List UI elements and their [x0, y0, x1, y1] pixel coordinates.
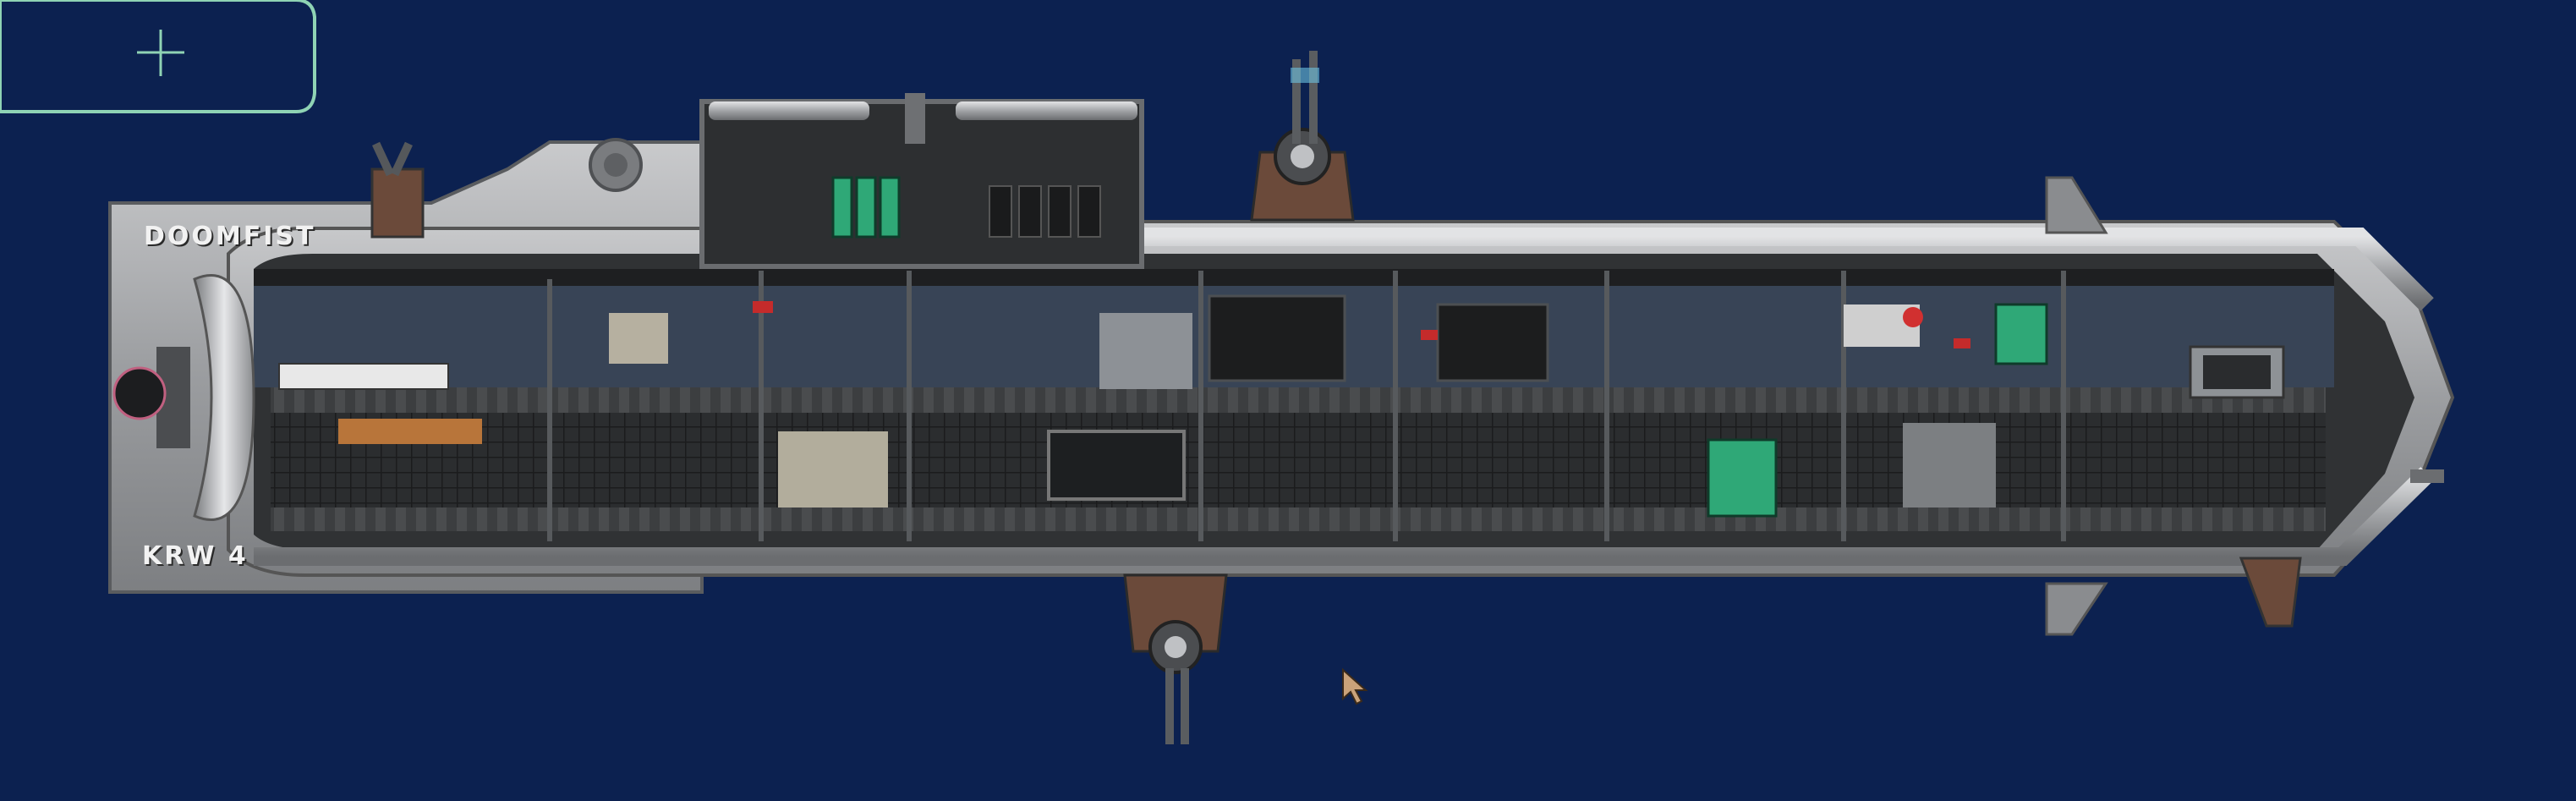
ventral-turret[interactable] — [1123, 573, 1228, 744]
dorsal-turret[interactable] — [1250, 51, 1355, 222]
interior-bulkheads — [547, 271, 2066, 541]
mouse-cursor-icon — [1342, 667, 1368, 705]
stern-turret[interactable] — [370, 141, 425, 239]
interior-equipment — [278, 294, 2285, 518]
upper-tower[interactable] — [699, 93, 1144, 269]
submarine-code-label: KRW 4 — [142, 541, 249, 571]
crosshair-plus-icon — [137, 30, 184, 76]
propeller-shroud[interactable] — [112, 274, 255, 521]
submarine-name-label: DOOMFIST — [144, 222, 316, 251]
main-hull[interactable] — [227, 220, 2455, 577]
bow-fins[interactable] — [2045, 176, 2444, 636]
placement-preview-box[interactable] — [0, 0, 316, 113]
